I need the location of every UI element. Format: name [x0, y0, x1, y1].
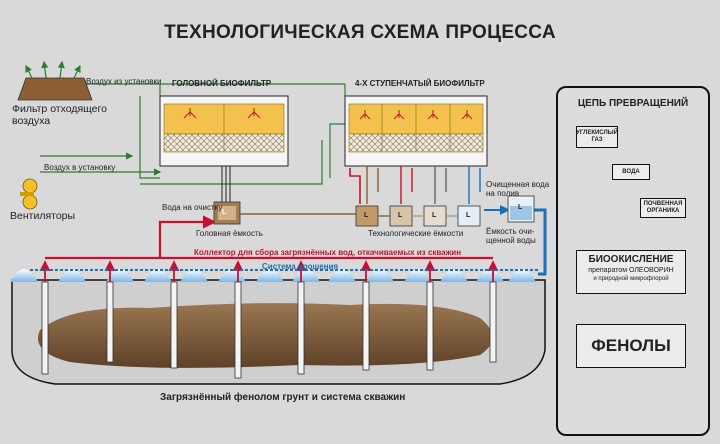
well-risers — [39, 260, 499, 282]
irrigation-pipe — [30, 205, 547, 276]
exhaust-filter-label-line2: воздуха — [12, 115, 51, 127]
process-tank-3-letter: L — [432, 212, 437, 219]
biooxidation-box: БИООКИСЛЕНИЕ препаратом ОЛЕОВОРИН и прир… — [576, 250, 686, 294]
clean-tank-label: Ёмкость очи- щенной воды — [486, 227, 536, 245]
water-to-cleaning-label: Вода на очистку — [162, 203, 223, 212]
head-tank — [213, 201, 241, 225]
head-tank-letter: L — [222, 209, 227, 216]
clean-tank-letter: L — [518, 204, 523, 211]
biooxidation-title: БИООКИСЛЕНИЕ — [588, 254, 674, 265]
transformation-chain-title: ЦЕПЬ ПРЕВРАЩЕНИЙ — [577, 98, 689, 109]
page-title: ТЕХНОЛОГИЧЕСКАЯ СХЕМА ПРОЦЕССА — [164, 22, 556, 43]
clean-water-label-line2: на полив — [486, 189, 520, 198]
co2-line1: УГЛЕКИСЛЫЙ — [576, 130, 618, 136]
biooxidation-line1: препаратом ОЛЕОВОРИН — [588, 267, 674, 274]
process-tank-4-letter: L — [466, 212, 471, 219]
ground-label: Загрязнённый фенолом грунт и система скв… — [160, 392, 406, 403]
exhaust-filter — [17, 60, 93, 101]
co2-box: УГЛЕКИСЛЫЙ ГАЗ — [576, 126, 618, 148]
clean-water-label: Очищенная вода на полив — [486, 180, 549, 198]
exhaust-filter-label-line1: Фильтр отходящего — [12, 103, 107, 115]
phenols-box: ФЕНОЛЫ — [576, 324, 686, 368]
collector-label: Коллектор для сбора загрязнённых вод, от… — [194, 248, 462, 257]
process-tank-1-letter: L — [364, 212, 369, 219]
irrigation-label: Система орошения — [262, 262, 339, 271]
clean-water-label-line1: Очищенная вода — [486, 180, 550, 189]
four-stage-biofilter — [344, 95, 488, 167]
collector-pipe — [45, 215, 493, 260]
co2-line2: ГАЗ — [591, 137, 603, 143]
four-stage-biofilter-label: 4-Х СТУПЕНЧАТЫЙ БИОФИЛЬТР — [355, 79, 485, 88]
ground-body — [11, 279, 546, 385]
fans — [20, 178, 38, 210]
head-tank-pipes — [221, 166, 231, 202]
red-feed-to-biofilter — [349, 168, 361, 204]
biooxidation-line2: и природной микрофлорой — [593, 276, 669, 282]
head-tank-label: Головная ёмкость — [196, 229, 263, 238]
process-tanks — [355, 205, 481, 227]
process-tanks-label: Технологические ёмкости — [368, 229, 464, 238]
clean-tank-label-line1: Ёмкость очи- — [486, 227, 535, 236]
head-biofilter-label: ГОЛОВНОЙ БИОФИЛЬТР — [172, 79, 272, 88]
fans-label: Вентиляторы — [10, 210, 76, 222]
process-tank-2-letter: L — [398, 212, 403, 219]
head-biofilter — [159, 95, 289, 167]
clean-tank-label-line2: щенной воды — [486, 236, 536, 245]
water-box: ВОДА — [612, 164, 650, 180]
air-from-unit-label: Воздух из установки — [86, 77, 162, 86]
organic-line2: ОРГАНИКА — [646, 208, 680, 214]
exhaust-filter-label: Фильтр отходящего воздуха — [12, 103, 107, 127]
organic-box: ПОЧВЕННАЯ ОРГАНИКА — [640, 198, 686, 218]
organic-line1: ПОЧВЕННАЯ — [643, 201, 683, 207]
clean-water-tank — [507, 195, 535, 223]
air-lines — [40, 80, 346, 185]
process-tank-pipes — [240, 166, 481, 217]
contaminated-soil — [38, 303, 493, 368]
air-to-unit-label: Воздух в установку — [44, 163, 116, 172]
irrigation-domes — [10, 269, 536, 282]
